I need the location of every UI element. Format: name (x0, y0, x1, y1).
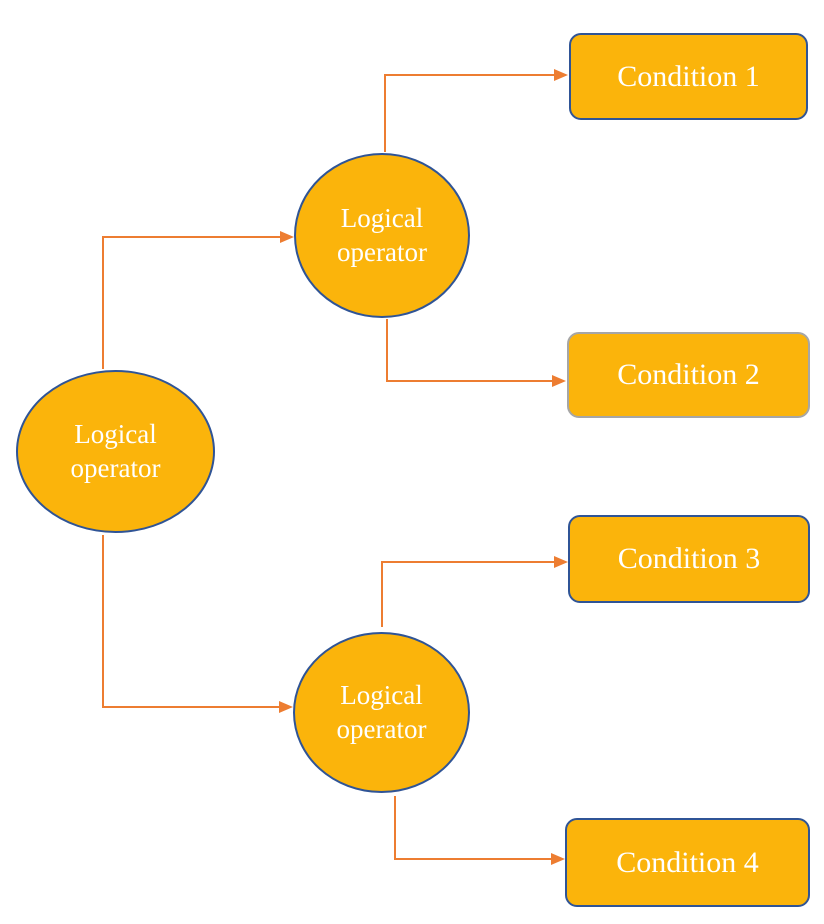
node-label: Condition 2 (617, 358, 760, 391)
arrowhead-root-to-operator-bottom (279, 701, 293, 713)
connector-operator-top-to-condition-1 (384, 74, 555, 152)
node-condition-3: Condition 3 (568, 515, 810, 603)
connector-operator-top-to-condition-2 (386, 319, 553, 382)
arrowhead-operator-bottom-to-condition-4 (551, 853, 565, 865)
arrowhead-operator-top-to-condition-2 (552, 375, 566, 387)
node-condition-2: Condition 2 (567, 332, 810, 418)
node-logical-operator-top: Logical operator (294, 153, 470, 318)
node-condition-4: Condition 4 (565, 818, 810, 907)
arrowhead-operator-top-to-condition-1 (554, 69, 568, 81)
node-label: Condition 3 (617, 542, 761, 575)
node-label: Condition 4 (616, 845, 759, 879)
connector-operator-bottom-to-condition-3 (381, 561, 555, 627)
node-condition-1: Condition 1 (569, 33, 808, 120)
connector-root-to-operator-top (102, 236, 281, 369)
connector-root-to-operator-bottom (102, 535, 280, 708)
node-label: Condition 1 (617, 59, 760, 93)
node-label: Logical operator (70, 418, 161, 483)
node-label: Logical operator (337, 202, 427, 267)
node-root-logical-operator: Logical operator (16, 370, 215, 533)
arrowhead-operator-bottom-to-condition-3 (554, 556, 568, 568)
node-logical-operator-bottom: Logical operator (293, 632, 470, 793)
node-label: Logical operator (336, 679, 427, 744)
arrowhead-root-to-operator-top (280, 231, 294, 243)
connector-operator-bottom-to-condition-4 (394, 796, 552, 860)
